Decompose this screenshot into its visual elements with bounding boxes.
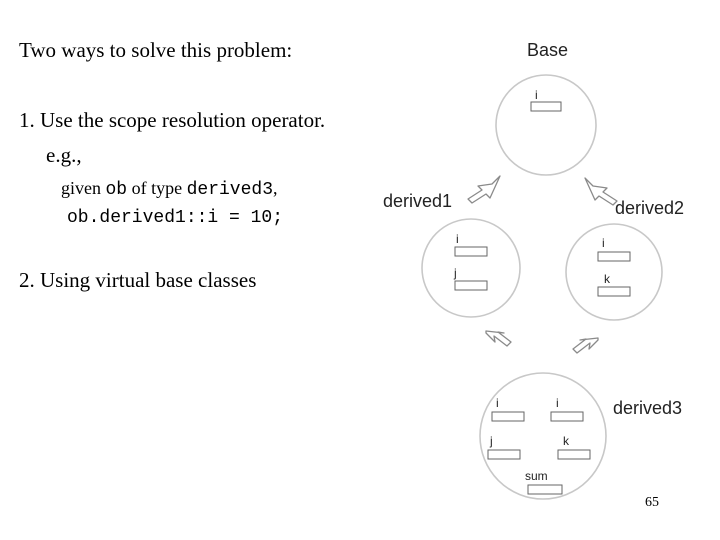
code-line: ob.derived1::i = 10; [67, 208, 284, 228]
base-circle [495, 74, 597, 176]
derived2-member-k-box [597, 286, 631, 297]
given-line: given ob of type derived3, [61, 178, 278, 200]
derived1-title: derived1 [383, 191, 452, 211]
base-class-node: Base i [495, 40, 597, 176]
point-2: 2. Using virtual base classes [19, 268, 257, 292]
derived3-member-i2-box [550, 411, 584, 422]
eg-label: e.g., [46, 143, 82, 167]
derived2-class-node: derived2 i k [565, 198, 684, 321]
derived2-circle [565, 223, 663, 321]
arrow-derived2-to-derived3-icon [572, 337, 599, 354]
base-member-i-label: i [535, 88, 538, 102]
arrow-derived1-to-derived3-icon [485, 330, 512, 347]
derived3-member-j-label: j [489, 434, 493, 448]
derived1-circle [421, 218, 521, 318]
derived3-member-i2-label: i [556, 396, 559, 410]
derived3-member-k-label: k [563, 434, 570, 448]
derived2-member-i-label: i [602, 236, 605, 250]
derived1-member-j-box [454, 280, 488, 291]
comma-text: , [273, 178, 278, 198]
derived2-member-i-box [597, 251, 631, 262]
derived1-member-i-box [454, 246, 488, 257]
base-member-i-box [530, 101, 562, 112]
page-number: 65 [645, 495, 659, 510]
derived3-title: derived3 [613, 398, 682, 418]
derived3-class-node: derived3 i i j k sum [479, 372, 682, 500]
derived3-member-i1-box [491, 411, 525, 422]
arrow-base-to-derived1-icon [467, 175, 501, 204]
derived1-member-j-label: j [453, 266, 457, 280]
derived3-code: derived3 [186, 180, 274, 200]
of-type-text: of type [127, 178, 187, 198]
derived3-circle [479, 372, 607, 500]
point-1: 1. Use the scope resolution operator. [19, 108, 326, 132]
derived3-member-j-box [487, 449, 521, 460]
arrow-base-to-derived2-icon [584, 177, 618, 206]
given-text: given [61, 178, 106, 198]
derived3-member-sum-label: sum [525, 469, 548, 483]
derived1-class-node: derived1 i j [383, 191, 521, 318]
derived2-title: derived2 [615, 198, 684, 218]
ob-code: ob [105, 180, 128, 200]
heading: Two ways to solve this problem: [19, 38, 293, 62]
derived3-member-i1-label: i [496, 396, 499, 410]
derived2-member-k-label: k [604, 272, 611, 286]
derived3-member-k-box [557, 449, 591, 460]
base-title: Base [527, 40, 568, 60]
derived1-member-i-label: i [456, 232, 459, 246]
derived3-member-sum-box [527, 484, 563, 495]
